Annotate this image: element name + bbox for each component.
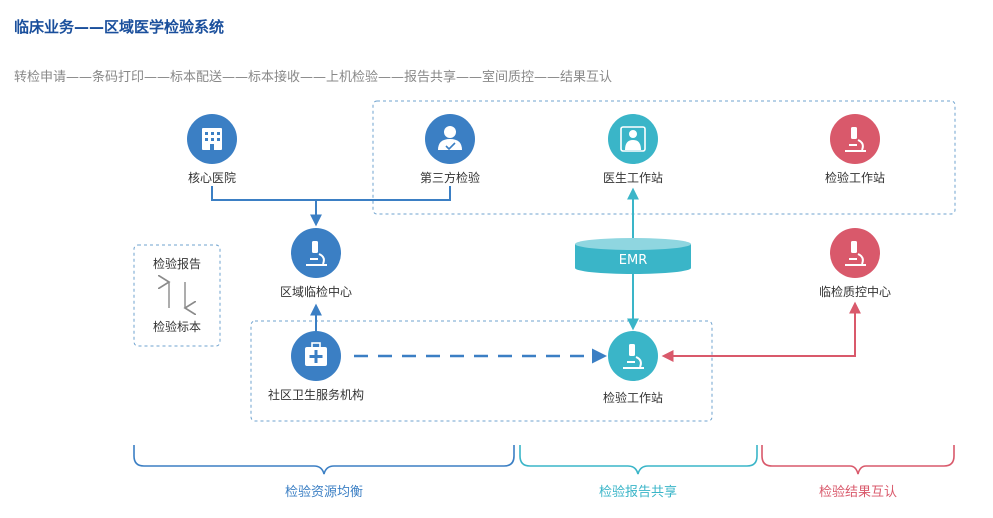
brace-resource xyxy=(133,445,515,475)
legend-box xyxy=(133,244,221,347)
emr-label: EMR xyxy=(619,253,647,268)
node-label-doctor-station: 医生工作站 xyxy=(603,171,663,185)
node-lab-station-top: 检验工作站 xyxy=(825,114,885,185)
connector-core-to-regional xyxy=(211,186,451,201)
microscope-icon xyxy=(845,241,866,266)
bottom-label-sharing: 检验报告共享 xyxy=(599,484,677,500)
node-label-core-hospital: 核心医院 xyxy=(188,171,236,185)
bottom-label-mutual: 检验结果互认 xyxy=(819,484,897,500)
hospital-building-icon xyxy=(202,128,222,150)
node-label-third-party: 第三方检验 xyxy=(420,170,480,185)
node-label-regional-center: 区域临检中心 xyxy=(280,284,352,299)
legend-specimen-label: 检验标本 xyxy=(153,319,201,334)
bottom-group-box xyxy=(250,320,713,422)
top-group-box xyxy=(372,100,956,215)
node-lab-station-main: 检验工作站 xyxy=(603,331,663,405)
brace-mutual xyxy=(761,445,955,475)
node-doctor-station: 医生工作站 xyxy=(603,114,663,185)
medical-kit-icon xyxy=(305,342,327,366)
user-check-icon xyxy=(438,126,462,151)
legend-report-label: 检验报告 xyxy=(153,256,201,271)
page-title: 临床业务——区域医学检验系统 xyxy=(14,18,225,36)
emr-database: EMR xyxy=(575,238,691,274)
microscope-icon xyxy=(306,241,327,266)
bottom-label-resource: 检验资源均衡 xyxy=(285,484,363,500)
microscope-icon xyxy=(845,127,866,152)
process-flow-text: 转检申请——条码打印——标本配送——标本接收——上机检验——报告共享——室间质控… xyxy=(14,70,613,85)
node-qc-center: 临检质控中心 xyxy=(819,228,891,299)
node-label-lab-station-main: 检验工作站 xyxy=(603,390,663,405)
node-third-party: 第三方检验 xyxy=(420,114,480,185)
microscope-icon xyxy=(623,344,644,369)
node-label-lab-station-top: 检验工作站 xyxy=(825,170,885,185)
node-community: 社区卫生服务机构 xyxy=(268,331,364,402)
connector-qc-to-lab xyxy=(661,301,861,362)
node-label-community: 社区卫生服务机构 xyxy=(268,387,364,402)
node-regional-center: 区域临检中心 xyxy=(280,228,352,299)
brace-sharing xyxy=(519,445,758,475)
node-label-qc-center: 临检质控中心 xyxy=(819,284,891,299)
doctor-icon xyxy=(620,126,646,152)
node-core-hospital: 核心医院 xyxy=(187,114,237,185)
